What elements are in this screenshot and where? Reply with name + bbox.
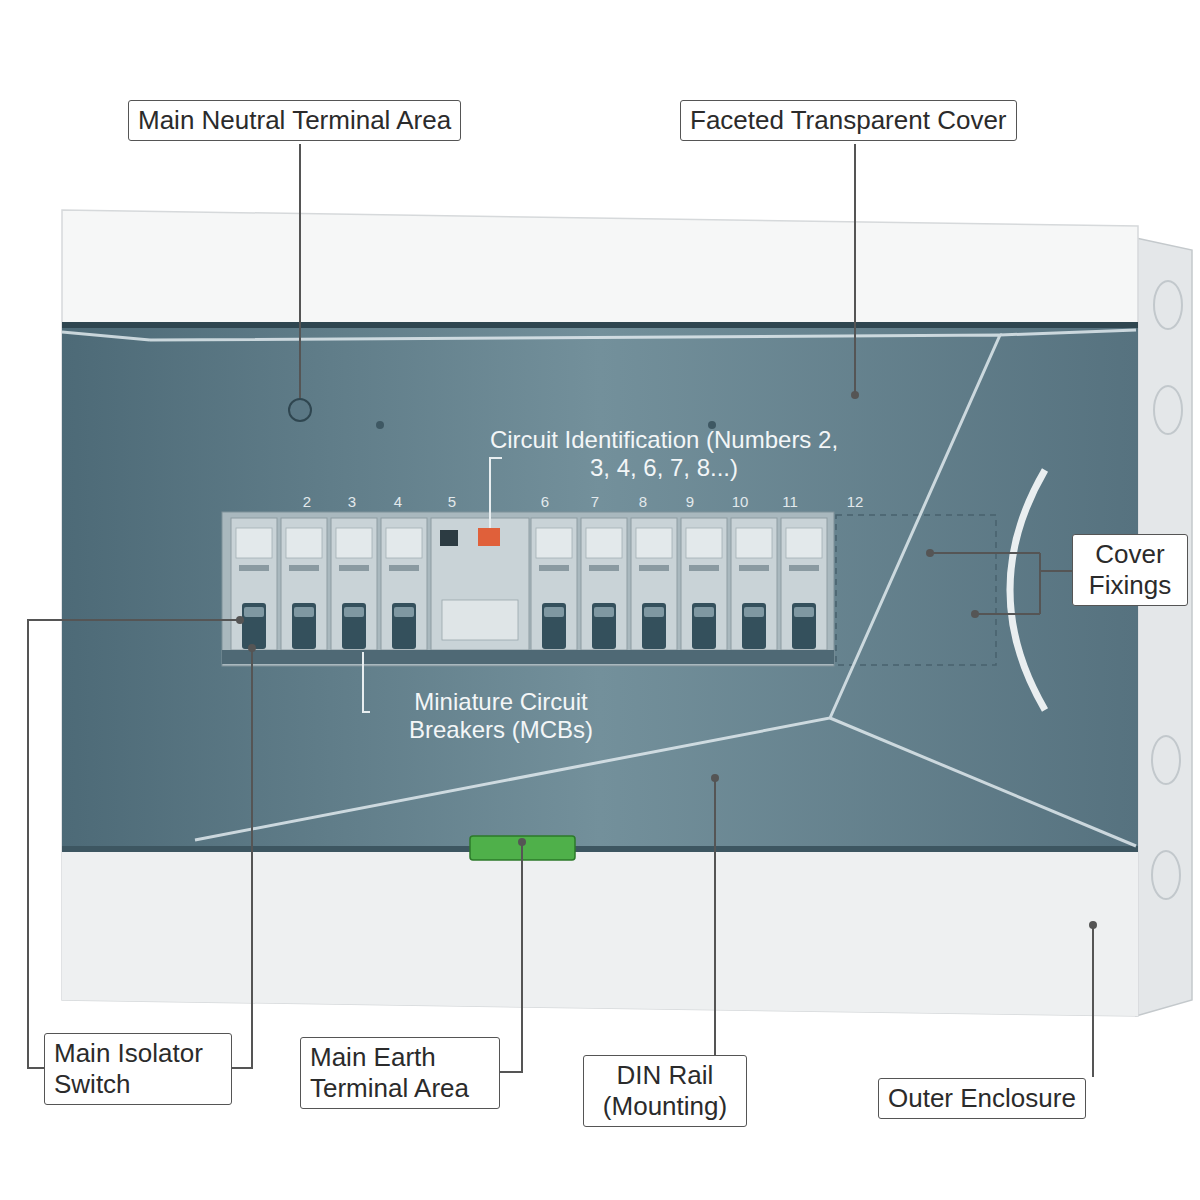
cover-rim: [62, 846, 1138, 852]
frame-lower-band: [62, 852, 1138, 1016]
breaker-base: [222, 650, 834, 664]
screw: [376, 421, 384, 429]
knockout: [1152, 851, 1180, 899]
circuit-number: 7: [579, 493, 611, 510]
callout-text: Main Earth Terminal Area: [310, 1042, 490, 1104]
callout-text: Main Neutral Terminal Area: [138, 105, 451, 136]
circuit-number: 4: [382, 493, 414, 510]
callout-box: Main Isolator Switch: [44, 1033, 232, 1105]
leader-dot: [518, 838, 526, 846]
callout-text: Cover Fixings: [1082, 539, 1178, 601]
part-label: Circuit Identification (Numbers 2, 3, 4,…: [488, 426, 840, 481]
spare-ways: [836, 515, 996, 665]
callout-box: Main Earth Terminal Area: [300, 1037, 500, 1109]
circuit-number: 10: [724, 493, 756, 510]
facet-line: [150, 335, 1000, 840]
din-rail-panel: [222, 512, 834, 666]
circuit-number: 5: [436, 493, 468, 510]
callout-text: DIN Rail (Mounting): [593, 1060, 737, 1122]
circuit-number: 11: [774, 493, 806, 510]
facet-line: [1000, 330, 1136, 335]
mcb-module: [331, 518, 377, 650]
outer-enclosure-side: [1136, 238, 1192, 1016]
callout-box: Cover Fixings: [1072, 534, 1188, 606]
circuit-number: 9: [674, 493, 706, 510]
knockout: [1154, 281, 1182, 329]
callout-box: Main Neutral Terminal Area: [128, 100, 461, 141]
cover-rim: [62, 322, 1138, 328]
transparent-cover: [62, 322, 1138, 852]
leader-lines: [28, 144, 1093, 1077]
leader-line: [28, 620, 240, 1068]
mcb-module: [381, 518, 427, 650]
rcd-indicator: [440, 530, 458, 546]
leader-dot: [248, 644, 256, 652]
facet-line: [62, 332, 150, 340]
leader-dots: [236, 391, 1097, 929]
knockout: [1152, 736, 1180, 784]
mcb-module: [531, 518, 577, 650]
callout-text: Main Isolator Switch: [54, 1038, 222, 1100]
facet-line: [830, 718, 1136, 846]
leader-dot: [851, 391, 859, 399]
circuit-number: 6: [529, 493, 561, 510]
mcb-module: [581, 518, 627, 650]
mcb-module: [731, 518, 777, 650]
leader-lines-light: [363, 458, 502, 712]
neutral-terminal-screw: [289, 399, 311, 421]
part-label: Miniature Circuit Breakers (MCBs): [375, 688, 627, 743]
rcd-test-button: [478, 528, 500, 546]
leader-dot: [711, 774, 719, 782]
knockout: [1154, 386, 1182, 434]
front-frame: [62, 210, 1138, 1016]
leader-dot: [236, 616, 244, 624]
callout-text: Faceted Transparent Cover: [690, 105, 1007, 136]
rcd-module: [431, 518, 529, 650]
leader-line: [1092, 928, 1094, 1077]
callout-box: Faceted Transparent Cover: [680, 100, 1017, 141]
circuit-number: 3: [336, 493, 368, 510]
leader-dot: [971, 610, 979, 618]
circuit-number: 2: [291, 493, 323, 510]
rcd-schematic: [442, 600, 518, 640]
leader-line: [299, 144, 301, 398]
leader-dot: [926, 549, 934, 557]
leader-bracket: [932, 553, 1072, 614]
circuit-number: 8: [627, 493, 659, 510]
mcb-module: [631, 518, 677, 650]
leader-dot: [1089, 921, 1097, 929]
mcb-module: [281, 518, 327, 650]
leader-line: [854, 144, 856, 392]
leader-line: [490, 458, 502, 528]
leader-line: [498, 845, 522, 1072]
callout-box: DIN Rail (Mounting): [583, 1055, 747, 1127]
mcb-module: [681, 518, 727, 650]
mcb-module: [781, 518, 827, 650]
callout-text: Outer Enclosure: [888, 1083, 1076, 1114]
circuit-number: 12: [839, 493, 871, 510]
leader-line: [363, 652, 370, 712]
cover-facets: [62, 330, 1136, 846]
callout-box: Outer Enclosure: [878, 1078, 1086, 1119]
leader-line: [231, 651, 252, 1068]
mcb-module: [231, 518, 277, 650]
leader-line: [714, 781, 716, 1055]
